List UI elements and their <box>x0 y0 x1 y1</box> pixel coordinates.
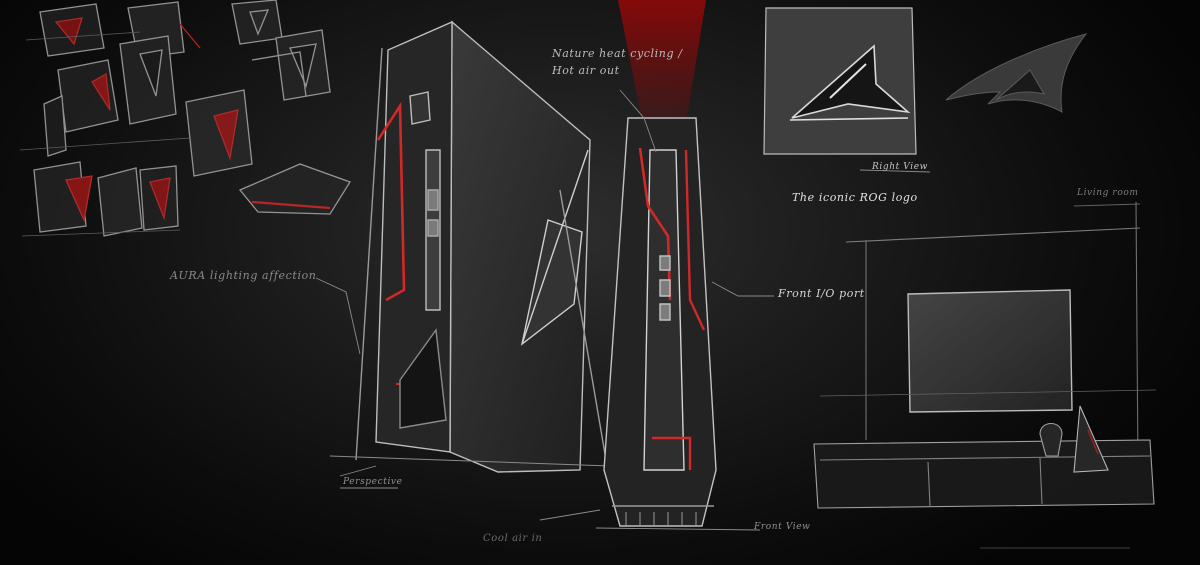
annotation-leaders <box>315 89 774 521</box>
thumbnail-sketches <box>19 0 351 237</box>
heat-cycling-label: Nature heat cycling / Hot air out <box>552 45 683 79</box>
right-view-sketch <box>763 7 931 173</box>
perspective-case-sketch <box>329 20 611 489</box>
living-room-sketch <box>813 201 1157 549</box>
front-io-label: Front I/O port <box>778 287 865 300</box>
front-view-label: Front View <box>754 522 811 532</box>
front-view-case-sketch <box>595 117 761 531</box>
heat-cycling-line-2: Hot air out <box>552 64 620 77</box>
aura-lighting-label: AURA lighting affection <box>170 269 317 282</box>
rog-logo-caption: The iconic ROG logo <box>792 191 918 204</box>
heat-cycling-line-1: Nature heat cycling / <box>552 47 683 60</box>
cool-air-label: Cool air in <box>483 533 543 544</box>
perspective-label: Perspective <box>343 477 403 487</box>
right-view-label: Right View <box>872 162 928 172</box>
living-room-label: Living room <box>1077 188 1139 198</box>
rog-eye-logo-icon <box>945 33 1088 113</box>
